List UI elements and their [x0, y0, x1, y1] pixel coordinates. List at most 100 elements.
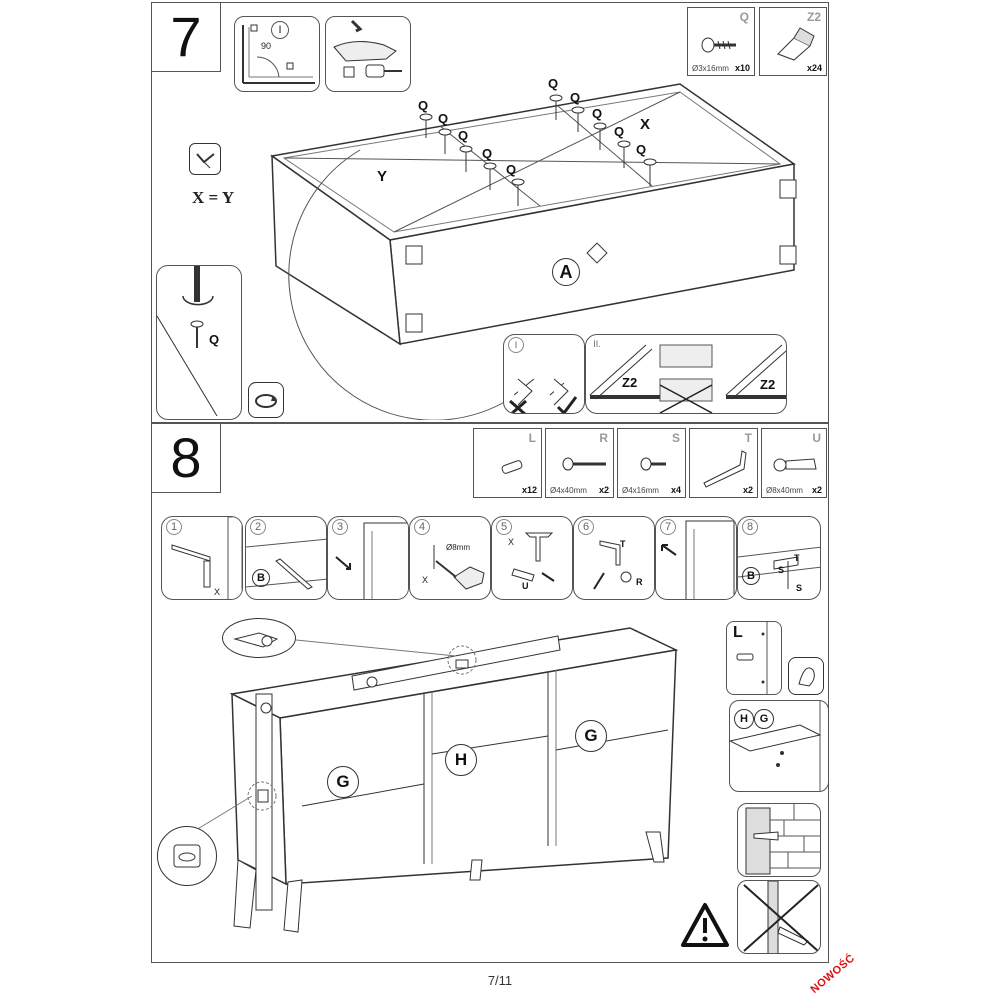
part-q-box: Q Ø3x16mm x10 [687, 7, 755, 76]
corner-bracket-icon [777, 27, 815, 61]
rotate-icon [248, 382, 284, 418]
bracket-mark-illustration [171, 517, 242, 599]
bracket-screw-illustration [593, 540, 632, 590]
substep-6: 6 T R [573, 516, 655, 600]
z2-label-left: Z2 [622, 375, 638, 390]
screw-icon [701, 37, 736, 53]
part-t-box: T x2 [689, 428, 758, 498]
angle-bracket-icon [703, 450, 747, 488]
angle-label: 90 [261, 41, 272, 51]
label-q-5: Q [506, 162, 517, 177]
substep-1-x: X [214, 587, 221, 597]
diagonal-formula: X = Y [192, 188, 235, 207]
substep-6-number: 6 [578, 519, 594, 535]
shelf-label-g-left: G [327, 766, 359, 798]
dowel-side-l: L [733, 624, 743, 641]
substep-5-x: X [508, 537, 515, 547]
label-q-4: Q [482, 146, 493, 161]
label-x: X [640, 116, 651, 133]
part-s-box: S Ø4x16mm x4 [617, 428, 686, 498]
part-s-qty: x4 [670, 485, 681, 495]
substep-4: 4 Ø8mm X [409, 516, 491, 600]
screwdriver-q-label: Q [209, 332, 220, 347]
substep-5-number: 5 [496, 519, 512, 535]
glue-icon [788, 657, 824, 695]
substep-4-number: 4 [414, 519, 430, 535]
step-7-number: 7 [151, 2, 221, 72]
z2-label-right: Z2 [760, 377, 776, 392]
board-bracket-illustration [246, 538, 326, 590]
warning-icon [680, 902, 730, 948]
part-u-letter: U [812, 431, 821, 445]
step-7-detail-one: I 90 [234, 16, 320, 92]
label-q-1: Q [418, 98, 429, 113]
shelf-label-h: H [445, 744, 477, 776]
substep-7-number: 7 [660, 519, 676, 535]
hand-press-illustration [333, 19, 402, 78]
substep-1: 1 X [161, 516, 243, 600]
step-7-panel [151, 2, 829, 423]
substep-8-s1: S [778, 565, 785, 575]
part-t-letter: T [744, 431, 752, 445]
square-tool-icon [189, 143, 221, 175]
part-z2-letter: Z2 [806, 10, 821, 24]
shelf-pins-h: H [734, 709, 754, 729]
part-u-box: U Ø8x40mm x2 [761, 428, 827, 498]
shelf-pins-detail: H G [729, 700, 829, 792]
part-q-qty: x10 [734, 63, 750, 73]
wall-plug-icon [773, 458, 817, 472]
part-r-size: Ø4x40mm [550, 486, 587, 495]
step-8-panel [151, 423, 829, 963]
label-q-3: Q [458, 128, 469, 143]
sideboard-illustration [195, 627, 679, 933]
z2-detail-two: II. Z2 Z2 [585, 334, 787, 414]
substep-6-r: R [636, 577, 643, 587]
brick-wall-detail [737, 803, 821, 877]
part-l-qty: x12 [521, 485, 537, 495]
label-y: Y [377, 168, 388, 185]
dowel-icon [501, 460, 523, 474]
part-r-box: R Ø4x40mm x2 [545, 428, 614, 498]
part-r-letter: R [599, 431, 608, 445]
label-q-8: Q [592, 106, 603, 121]
cabinet-against-wall-illustration [661, 520, 735, 599]
substep-3: 3 [327, 516, 409, 600]
drywall-crossed-illustration [743, 881, 819, 953]
label-q-10: Q [636, 142, 647, 157]
substep-4-x: X [422, 575, 429, 585]
z2-detail-one-label: I [508, 337, 524, 353]
substep-7: 7 [655, 516, 737, 600]
substep-3-number: 3 [332, 519, 348, 535]
substep-1-number: 1 [166, 519, 182, 535]
z2-bracket-illustration [589, 344, 786, 413]
label-q-9: Q [614, 124, 625, 139]
part-z2-box: Z2 x24 [759, 7, 827, 76]
page-number: 7/11 [487, 973, 513, 988]
zoom-bubble-bottom [157, 826, 217, 886]
shelf-pins-g: G [754, 709, 774, 729]
substep-5: 5 X U [491, 516, 573, 600]
label-q-6: Q [548, 76, 559, 91]
step-7-hand-detail [325, 16, 411, 92]
short-screw-icon [640, 457, 666, 471]
drywall-warning-detail [737, 880, 821, 954]
drill-illustration [433, 545, 485, 590]
part-l-letter: L [528, 431, 536, 445]
dowel-side-detail: L [726, 621, 782, 695]
part-z2-qty: x24 [806, 63, 822, 73]
substep-8-t: T [794, 553, 800, 563]
label-panel-a: A [552, 258, 580, 286]
part-u-qty: x2 [811, 485, 822, 495]
screwdriver-detail: Q [156, 265, 242, 420]
screwdriver-illustration [157, 266, 218, 417]
part-u-size: Ø8x40mm [766, 486, 803, 495]
part-t-qty: x2 [742, 485, 753, 495]
z2-detail-one: I [503, 334, 585, 414]
wall-position-illustration [335, 522, 408, 599]
substep-2-number: 2 [250, 519, 266, 535]
wood-screw-icon [562, 457, 606, 471]
zoom-bubble-top [222, 618, 296, 658]
part-q-size: Ø3x16mm [692, 64, 729, 73]
dowel-holes-illustration [736, 622, 768, 694]
brick-wall-illustration [745, 804, 820, 875]
